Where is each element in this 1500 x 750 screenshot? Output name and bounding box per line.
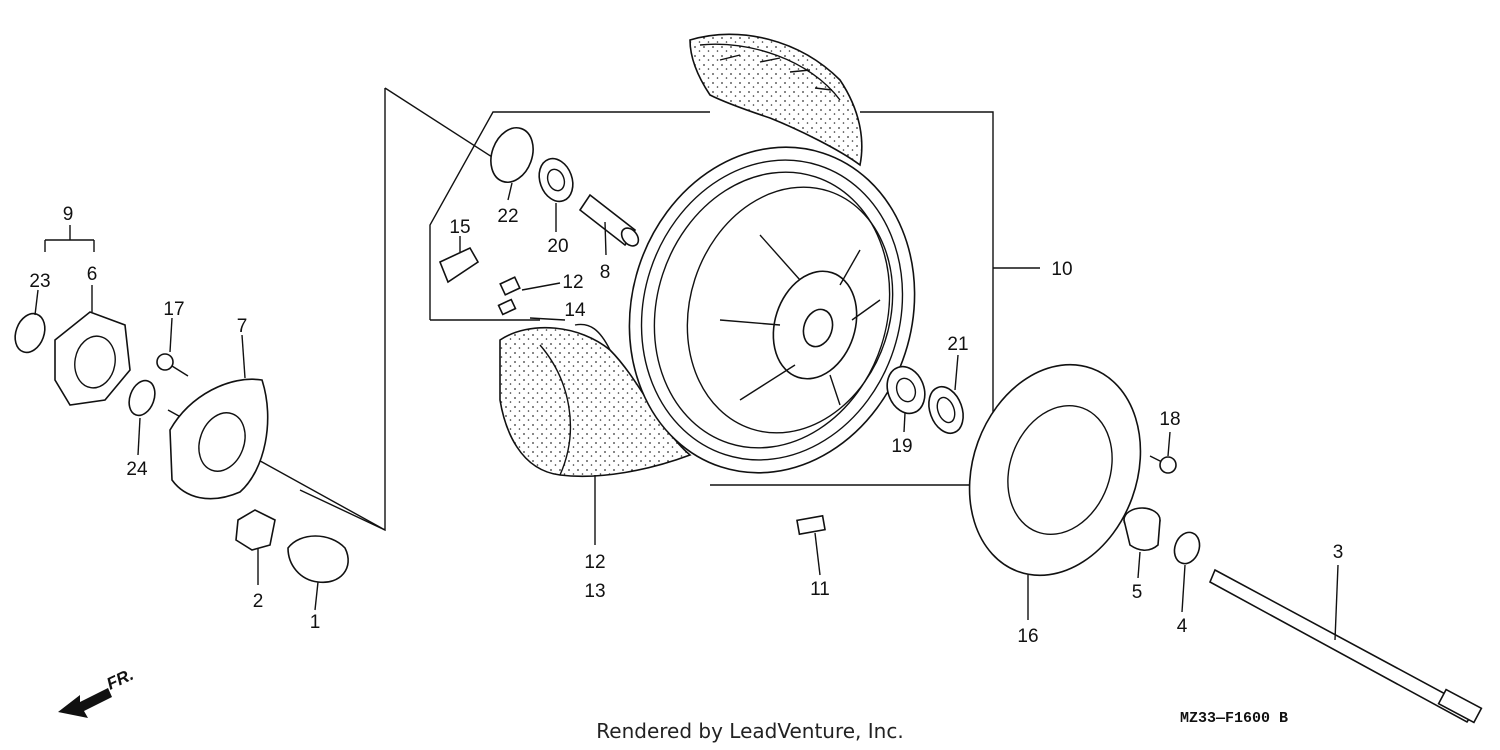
valve-bracket-15[interactable]: [438, 246, 480, 284]
callout-10: 10: [1051, 259, 1072, 280]
callout-18: 18: [1159, 409, 1180, 430]
callout-7: 7: [237, 316, 248, 337]
callout-11: 11: [810, 579, 830, 600]
bearing-19[interactable]: [881, 361, 931, 418]
collar-5[interactable]: [1123, 507, 1161, 552]
callout-24: 24: [126, 459, 148, 480]
callout-14: 14: [564, 300, 586, 321]
callout-22: 22: [497, 206, 518, 227]
callout-8: 8: [600, 262, 611, 283]
callout-21: 21: [947, 334, 968, 355]
tire-tread: [689, 33, 863, 167]
callout-17: 17: [163, 299, 184, 320]
callout-1: 1: [310, 612, 321, 633]
callout-9: 9: [63, 204, 74, 225]
callout-5: 5: [1132, 582, 1143, 603]
bearing-20[interactable]: [533, 154, 578, 206]
callout-23: 23: [29, 271, 50, 292]
callout-12-valve: 12: [562, 272, 583, 293]
callout-13: 13: [584, 581, 605, 602]
footer-credit: Rendered by LeadVenture, Inc.: [596, 719, 903, 743]
front-direction-arrow-icon: [58, 688, 112, 718]
sprocket-flange-6[interactable]: [54, 311, 131, 406]
callout-12-tire: 12: [584, 552, 605, 573]
spacer-8[interactable]: [578, 193, 642, 249]
leader-lines: [34, 182, 1339, 641]
callout-15: 15: [449, 217, 470, 238]
callout-6: 6: [87, 264, 98, 285]
bolt-18[interactable]: [1149, 455, 1177, 474]
tire[interactable]: [499, 323, 692, 478]
damper-plate-7[interactable]: [169, 378, 269, 500]
seal-24[interactable]: [125, 377, 160, 419]
bolt-17[interactable]: [156, 353, 189, 377]
valve-12-14[interactable]: [497, 276, 521, 316]
damper-1[interactable]: [287, 535, 349, 584]
callout-3: 3: [1333, 542, 1344, 563]
callout-4: 4: [1177, 616, 1188, 637]
direction-label: FR.: [104, 665, 137, 694]
callout-19: 19: [891, 436, 912, 457]
axle-3[interactable]: [1208, 568, 1483, 724]
rubber-2[interactable]: [235, 509, 276, 551]
callout-2: 2: [253, 591, 264, 612]
diagram-code: MZ33—F1600 B: [1180, 710, 1288, 727]
wheel-rim[interactable]: [588, 110, 956, 510]
callout-20: 20: [547, 236, 568, 257]
seal-21[interactable]: [923, 382, 969, 438]
clip-11[interactable]: [796, 514, 826, 536]
washer-4[interactable]: [1170, 529, 1203, 567]
callout-16: 16: [1017, 626, 1038, 647]
o-ring-23[interactable]: [10, 309, 50, 356]
brake-disc[interactable]: [941, 340, 1169, 599]
o-ring-22[interactable]: [484, 122, 541, 188]
